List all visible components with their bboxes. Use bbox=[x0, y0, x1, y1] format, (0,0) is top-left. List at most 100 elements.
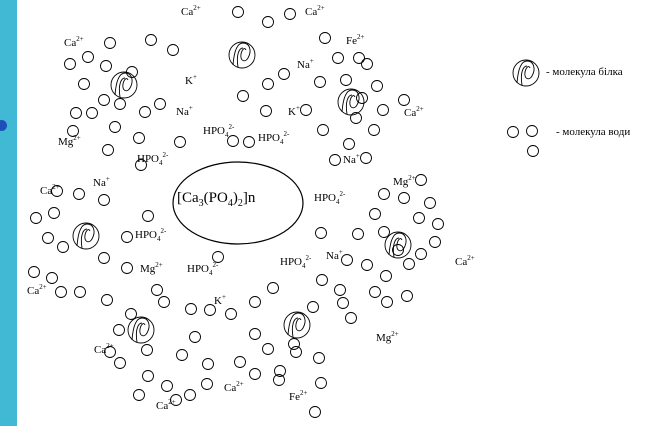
legend-protein-icon bbox=[510, 58, 542, 88]
ion-label: Na+ bbox=[176, 107, 193, 118]
ion-label: Na+ bbox=[343, 155, 360, 166]
water-molecule bbox=[250, 369, 261, 380]
water-molecule bbox=[71, 108, 82, 119]
ion-label: Fe2+ bbox=[346, 36, 364, 47]
ion-label: Ca2+ bbox=[181, 7, 201, 18]
water-molecule bbox=[261, 106, 272, 117]
water-molecule bbox=[75, 287, 86, 298]
water-molecule bbox=[115, 99, 126, 110]
water-molecule bbox=[416, 175, 427, 186]
ion-label: K+ bbox=[288, 107, 300, 118]
water-molecule bbox=[185, 390, 196, 401]
water-molecule bbox=[233, 7, 244, 18]
phosphate-label: HPO42- bbox=[314, 193, 345, 204]
water-molecule bbox=[87, 108, 98, 119]
water-molecules bbox=[29, 7, 444, 418]
water-molecule bbox=[279, 69, 290, 80]
water-molecule bbox=[202, 379, 213, 390]
ion-label: Ca2+ bbox=[404, 108, 424, 119]
water-molecule bbox=[99, 195, 110, 206]
water-molecule bbox=[263, 344, 274, 355]
protein-molecule bbox=[338, 89, 364, 115]
water-molecule bbox=[79, 79, 90, 90]
water-molecule bbox=[379, 189, 390, 200]
protein-molecule bbox=[128, 317, 154, 343]
water-molecule bbox=[168, 45, 179, 56]
water-molecule bbox=[402, 291, 413, 302]
legend-protein-label: - молекула білка bbox=[546, 66, 623, 78]
ion-label: Ca2+ bbox=[40, 186, 60, 197]
water-molecule bbox=[250, 329, 261, 340]
water-molecule bbox=[301, 105, 312, 116]
water-molecule bbox=[152, 285, 163, 296]
water-molecule bbox=[399, 193, 410, 204]
water-molecule bbox=[105, 38, 116, 49]
water-molecule bbox=[238, 91, 249, 102]
water-molecule bbox=[143, 211, 154, 222]
water-molecule bbox=[122, 232, 133, 243]
protein-molecule bbox=[229, 42, 255, 68]
water-molecule bbox=[416, 249, 427, 260]
phosphate-label: HPO42- bbox=[280, 257, 311, 268]
ion-label: Mg2+ bbox=[376, 333, 399, 344]
water-molecule bbox=[361, 153, 372, 164]
water-molecule bbox=[140, 107, 151, 118]
protein-molecule bbox=[385, 232, 411, 258]
legend-water-icon bbox=[504, 122, 548, 162]
water-molecule bbox=[186, 304, 197, 315]
water-molecule bbox=[177, 350, 188, 361]
water-molecule bbox=[310, 407, 321, 418]
water-molecule bbox=[362, 59, 373, 70]
water-molecule bbox=[330, 155, 341, 166]
water-molecule bbox=[316, 228, 327, 239]
water-molecule bbox=[346, 313, 357, 324]
water-molecule bbox=[404, 259, 415, 270]
water-molecule bbox=[142, 345, 153, 356]
water-molecule bbox=[318, 125, 329, 136]
water-molecule bbox=[320, 33, 331, 44]
water-molecule bbox=[134, 133, 145, 144]
water-molecule bbox=[370, 209, 381, 220]
water-molecule bbox=[414, 213, 425, 224]
water-molecule bbox=[29, 267, 40, 278]
ion-label: K+ bbox=[185, 76, 197, 87]
phosphate-label: HPO42- bbox=[258, 133, 289, 144]
water-molecule bbox=[99, 95, 110, 106]
water-molecule bbox=[49, 208, 60, 219]
water-molecule bbox=[228, 136, 239, 147]
water-molecule bbox=[425, 198, 436, 209]
water-molecule bbox=[316, 378, 327, 389]
water-molecule bbox=[268, 283, 279, 294]
water-molecule bbox=[338, 298, 349, 309]
ion-label: Ca2+ bbox=[156, 401, 176, 412]
water-molecule bbox=[250, 297, 261, 308]
water-molecule bbox=[362, 260, 373, 271]
protein-molecule bbox=[73, 223, 99, 249]
water-molecule bbox=[101, 61, 112, 72]
water-molecule bbox=[31, 213, 42, 224]
ion-label: Ca2+ bbox=[224, 383, 244, 394]
legend-water-label: - молекула води bbox=[556, 126, 630, 138]
water-molecule bbox=[354, 53, 365, 64]
water-molecule bbox=[226, 309, 237, 320]
water-molecule bbox=[155, 99, 166, 110]
water-molecule bbox=[344, 139, 355, 150]
phosphate-label: HPO42- bbox=[187, 264, 218, 275]
water-molecule bbox=[263, 17, 274, 28]
phosphate-label: HPO42- bbox=[135, 230, 166, 241]
water-molecule bbox=[110, 122, 121, 133]
water-molecule bbox=[143, 371, 154, 382]
water-molecule bbox=[127, 67, 138, 78]
ion-label: Ca2+ bbox=[455, 257, 475, 268]
water-molecule bbox=[56, 287, 67, 298]
water-molecule bbox=[263, 79, 274, 90]
water-molecule bbox=[372, 81, 383, 92]
water-molecule bbox=[285, 9, 296, 20]
ion-label: Ca2+ bbox=[94, 345, 114, 356]
water-molecule bbox=[103, 145, 114, 156]
phosphate-label: HPO42- bbox=[137, 154, 168, 165]
water-molecule bbox=[430, 237, 441, 248]
water-molecule bbox=[146, 35, 157, 46]
water-molecule bbox=[291, 347, 302, 358]
ion-label: Fe2+ bbox=[289, 392, 307, 403]
